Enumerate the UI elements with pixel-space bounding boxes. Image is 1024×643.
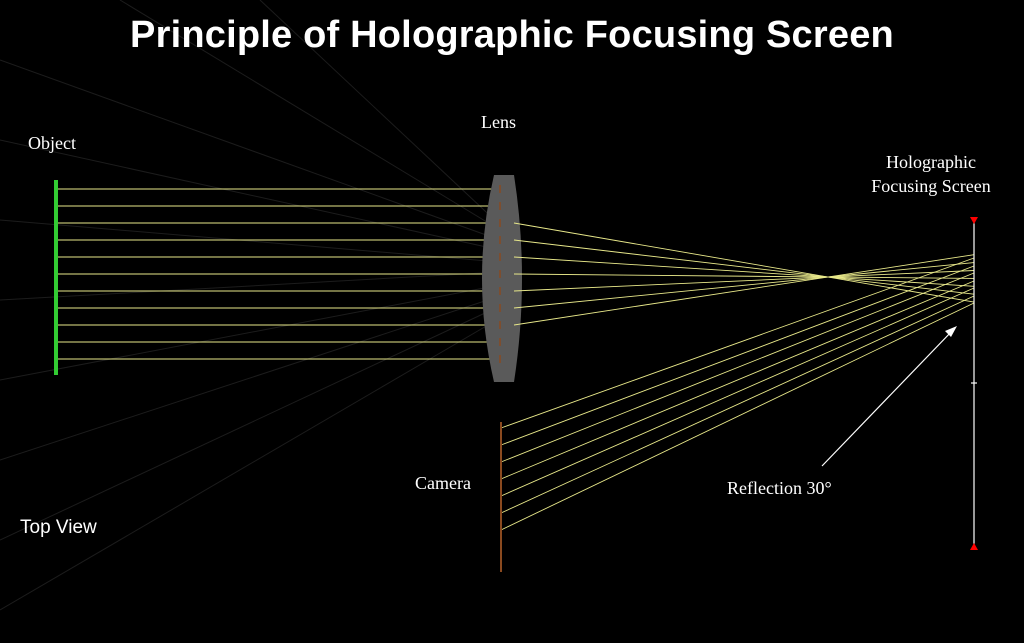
faint-ray <box>0 59 501 241</box>
focusing-ray <box>513 222 975 303</box>
reflected-ray <box>500 295 975 514</box>
reflection-arrow-head <box>945 326 957 337</box>
reflected-ray <box>500 257 975 429</box>
faint-ray <box>0 219 501 263</box>
lens-shape <box>482 175 522 382</box>
background-rays <box>0 0 501 611</box>
screen-bottom-marker <box>970 543 978 550</box>
view-label: Top View <box>20 517 97 538</box>
incoming-parallel-rays <box>58 188 500 360</box>
faint-ray <box>0 284 501 381</box>
reflected-rays-to-camera <box>500 257 975 531</box>
faint-ray <box>0 295 501 461</box>
reflected-ray <box>500 272 975 463</box>
reflection-label: Reflection 30° <box>727 478 832 498</box>
screen-label-line2: Focusing Screen <box>871 176 991 196</box>
focusing-ray <box>513 256 975 287</box>
reflection-arrow-line <box>821 329 954 467</box>
focusing-ray <box>513 262 975 309</box>
object-label: Object <box>28 133 76 153</box>
page-title: Principle of Holographic Focusing Screen <box>130 14 894 56</box>
screen-label-line1: Holographic <box>886 152 976 172</box>
lens-label: Lens <box>481 112 516 132</box>
faint-ray <box>0 317 501 611</box>
reflected-ray <box>500 287 975 497</box>
faint-ray <box>0 139 501 251</box>
camera-label: Camera <box>415 473 471 493</box>
reflected-ray <box>500 302 975 531</box>
reflected-ray <box>500 265 975 446</box>
reflected-ray <box>500 280 975 480</box>
focusing-ray <box>513 270 975 292</box>
faint-ray <box>119 0 501 231</box>
focusing-ray <box>513 273 975 279</box>
faint-ray <box>0 305 501 541</box>
screen-top-marker <box>970 217 978 224</box>
faint-ray <box>0 271 501 301</box>
focusing-ray <box>513 254 975 326</box>
focusing-ray <box>513 239 975 295</box>
focusing-rays <box>513 222 975 326</box>
faint-ray <box>259 0 501 226</box>
